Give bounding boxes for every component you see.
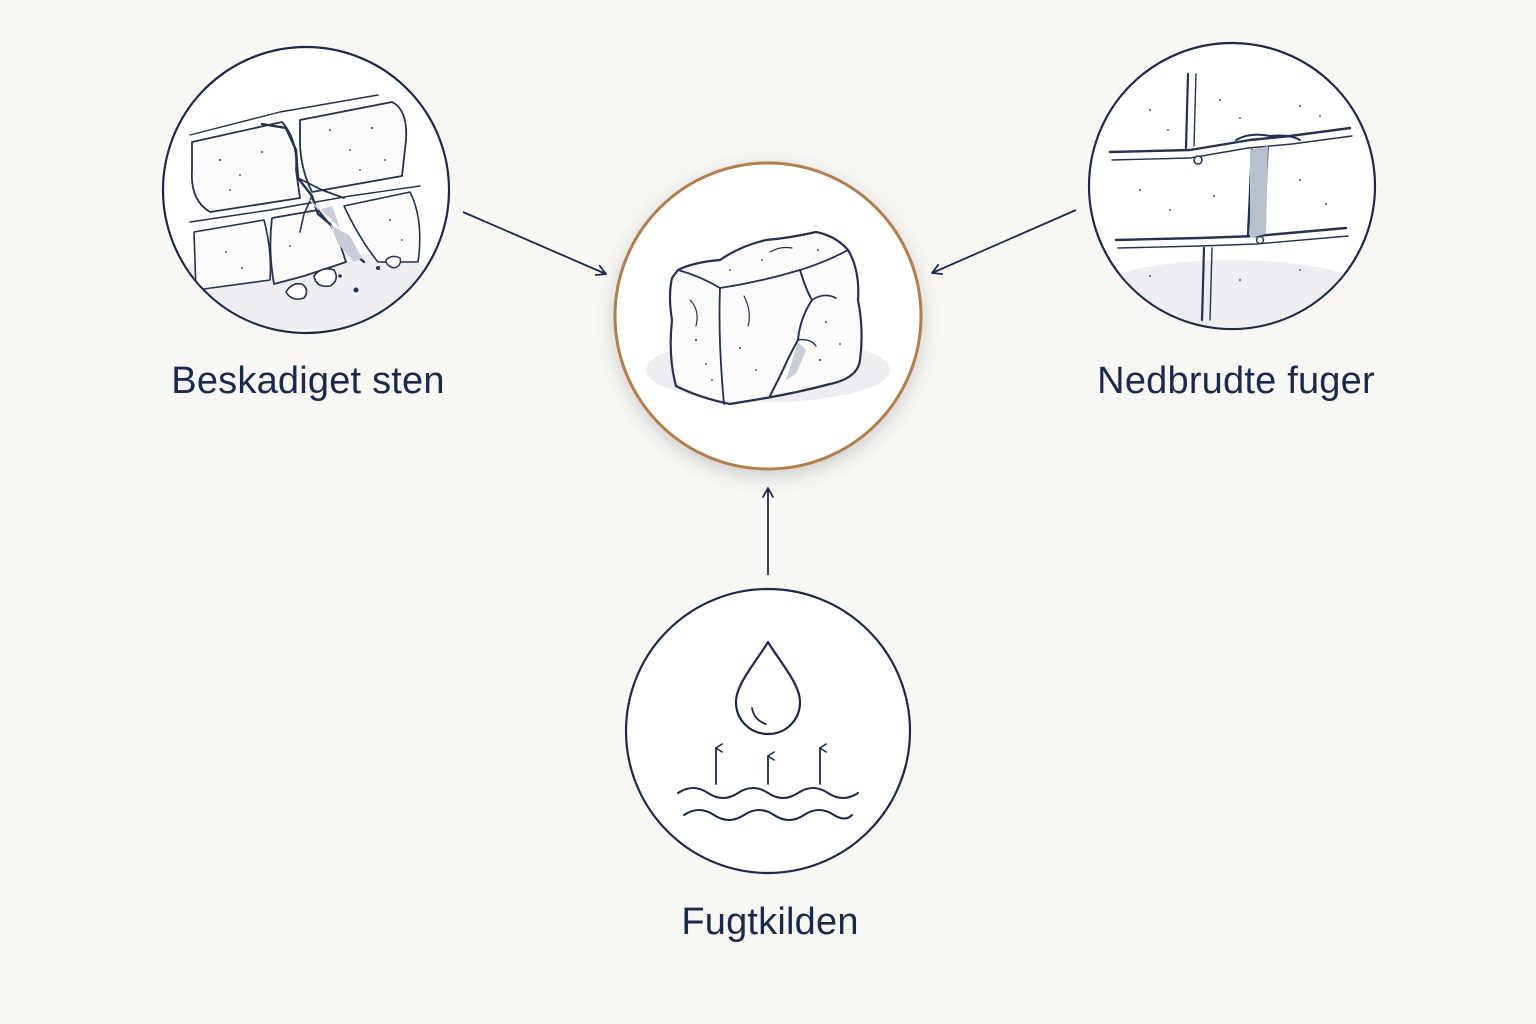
- node-left: [161, 45, 451, 335]
- node-right: [1087, 41, 1377, 331]
- crumbling-stone-block-icon: [646, 230, 890, 406]
- label-moisture-source: Fugtkilden: [681, 901, 859, 943]
- node-bottom: [624, 587, 912, 875]
- edge-left-to-center: [462, 211, 607, 276]
- water-drop-icon: [734, 640, 802, 736]
- node-center: [613, 161, 923, 471]
- label-damaged-stone: Beskadiget sten: [171, 360, 445, 402]
- wave-icon: [677, 787, 859, 799]
- wave-icon: [683, 809, 853, 821]
- rising-moisture-icon: [677, 640, 859, 821]
- label-eroded-joints: Nedbrudte fuger: [1097, 360, 1375, 402]
- edge-right-to-center: [931, 209, 1077, 275]
- cracked-stone-wall-icon: [164, 94, 448, 330]
